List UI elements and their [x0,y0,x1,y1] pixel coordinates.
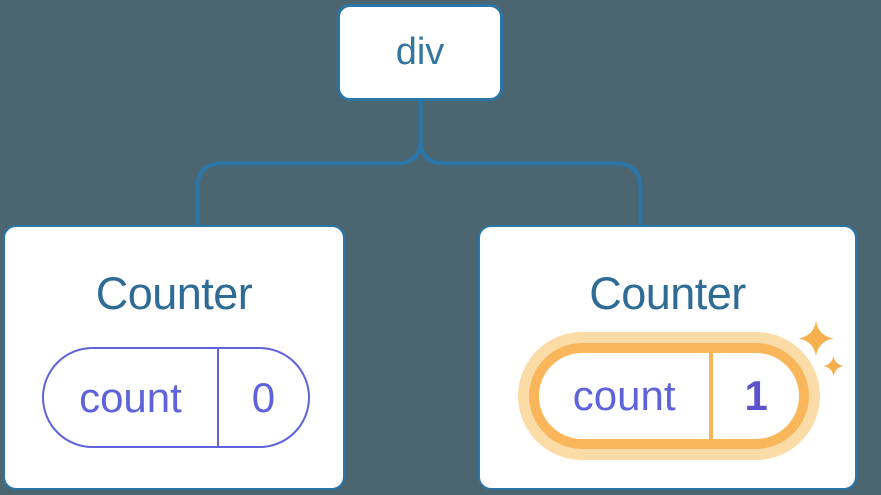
root-node-div: div [337,4,503,101]
state-value: 1 [744,372,768,419]
state-value: 0 [251,373,276,421]
state-pill: count 1 [529,343,809,449]
state-pill: count 0 [42,347,310,448]
state-pill-highlighted: count 1 [529,343,809,449]
sparkle-icon [798,320,834,357]
sparkle-icon [823,355,844,377]
root-node-label: div [395,31,445,73]
counter-card-right: Counter count 1 [478,225,857,490]
state-key-label: count [44,349,219,446]
component-title: Counter [95,268,253,319]
counter-card-left: Counter count 0 [3,225,345,490]
component-title: Counter [589,268,746,319]
state-key-label: count [539,353,714,439]
